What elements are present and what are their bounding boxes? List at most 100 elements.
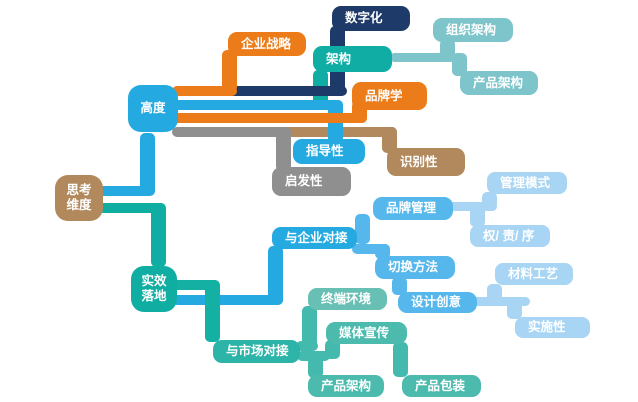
connector-practical-to-enterprise [172, 295, 283, 305]
node-inspiration[interactable]: 启发性 [272, 167, 351, 196]
node-rights-duties-order[interactable]: 权/ 责/ 序 [470, 225, 550, 247]
node-label: 媒体宣传 [339, 326, 389, 341]
node-product-packaging[interactable]: 产品包装 [402, 375, 481, 397]
node-label-line: 与企业对接 [285, 230, 348, 245]
node-label-line: 品牌管理 [386, 201, 437, 216]
connector-height-to-recognizability [382, 127, 397, 153]
node-label-line: 启发性 [285, 174, 323, 189]
node-switching-method[interactable]: 切换方法 [375, 256, 455, 279]
node-digitalization[interactable]: 数字化 [332, 6, 410, 31]
connector-design-to-children [487, 284, 502, 303]
node-label: 企业战略 [241, 37, 291, 52]
connector-height-to-inspiration [172, 127, 291, 137]
node-label-line: 数字化 [345, 11, 383, 26]
node-label-line: 与市场对接 [226, 344, 289, 359]
node-label-line: 架构 [326, 51, 352, 66]
node-product-architecture-top[interactable]: 产品架构 [460, 71, 538, 95]
node-brand-study[interactable]: 品牌学 [352, 82, 427, 110]
connector-architecture-to-children [440, 39, 455, 59]
node-label-line: 思考 [66, 183, 92, 198]
node-label: 数字化 [345, 11, 383, 26]
node-label: 识别性 [400, 155, 438, 170]
node-label-line: 高度 [140, 101, 166, 116]
node-label: 品牌管理 [386, 201, 436, 216]
connector-market-to-terminal [302, 306, 317, 347]
node-label: 启发性 [285, 174, 323, 189]
node-height[interactable]: 高度 [128, 85, 178, 132]
connector-brandmgmt-to-children [482, 192, 497, 208]
node-material-craft[interactable]: 材料工艺 [495, 263, 573, 285]
node-label-line: 权/ 责/ 序 [483, 228, 535, 243]
connector-enterprise-to-switching [375, 244, 390, 259]
node-label: 产品包装 [415, 379, 465, 394]
connector-practical-to-market [172, 280, 218, 290]
connector-height-to-guidance [172, 100, 343, 110]
node-label-line: 媒体宣传 [339, 325, 390, 340]
connector-height-to-inspiration [276, 127, 291, 171]
node-label: 与企业对接 [285, 231, 348, 246]
node-label: 切换方法 [388, 260, 438, 275]
node-label: 组织架构 [446, 23, 496, 38]
node-label-line: 识别性 [400, 154, 438, 169]
node-label: 实施性 [528, 320, 566, 335]
node-label: 思考维度 [66, 183, 91, 213]
connector-height-to-digitalization [195, 86, 347, 96]
connector-market-to-productarch [308, 356, 323, 378]
node-market-alignment[interactable]: 与市场对接 [213, 340, 300, 363]
node-label-line: 管理模式 [500, 175, 551, 190]
node-thinking-dimension[interactable]: 思考维度 [55, 175, 103, 221]
node-enterprise-alignment[interactable]: 与企业对接 [272, 227, 357, 249]
node-label-line: 切换方法 [388, 260, 439, 275]
connector-enterprise-to-switching [352, 244, 390, 254]
connector-height-to-brandstudy [172, 113, 367, 123]
node-terminal-environment[interactable]: 终端环境 [308, 288, 387, 310]
connector-height-to-strategy [172, 86, 237, 96]
node-recognizability[interactable]: 识别性 [387, 148, 465, 176]
connector-brandmgmt-to-children [470, 206, 485, 227]
connector-height-to-recognizability [240, 127, 397, 137]
connector-architecture-to-children [390, 53, 455, 62]
connector-practical-to-enterprise [268, 246, 283, 305]
connector-root-to-practical [98, 203, 165, 213]
node-guidance[interactable]: 指导性 [293, 139, 365, 164]
node-org-architecture[interactable]: 组织架构 [433, 18, 513, 42]
connector-height-to-strategy [222, 50, 237, 92]
node-label: 管理模式 [500, 176, 550, 191]
node-label-line: 实施性 [528, 320, 566, 335]
node-label-line: 材料工艺 [508, 266, 559, 281]
connector-market-to-media [325, 340, 340, 359]
node-label-line: 设计创意 [411, 295, 462, 310]
connector-switching-to-design [392, 277, 407, 295]
node-label-line: 维度 [66, 198, 92, 212]
connector-root-to-height [140, 133, 155, 195]
node-label-line: 企业战略 [241, 36, 292, 51]
node-label-line: 产品包装 [415, 378, 466, 393]
node-product-architecture-bottom[interactable]: 产品架构 [308, 375, 384, 397]
node-label: 产品架构 [473, 76, 523, 91]
node-practical-result[interactable]: 实效落地 [131, 266, 177, 312]
node-management-model[interactable]: 管理模式 [487, 172, 567, 194]
node-design-creativity[interactable]: 设计创意 [398, 292, 477, 313]
node-label-line: 终端环境 [321, 291, 372, 306]
node-label: 材料工艺 [508, 267, 558, 282]
connector-media-to-packaging [393, 342, 408, 377]
node-label: 与市场对接 [226, 344, 289, 359]
node-brand-management[interactable]: 品牌管理 [373, 197, 453, 220]
node-media-promotion[interactable]: 媒体宣传 [326, 322, 407, 344]
node-label: 实效落地 [141, 274, 166, 304]
node-enterprise-strategy[interactable]: 企业战略 [228, 32, 306, 56]
connector-enterprise-to-brandmgmt [355, 214, 370, 244]
node-label: 产品架构 [321, 379, 371, 394]
node-architecture[interactable]: 架构 [313, 46, 392, 72]
node-label: 架构 [326, 52, 351, 67]
node-label: 高度 [140, 101, 165, 116]
node-label: 终端环境 [321, 292, 371, 307]
node-label: 指导性 [306, 144, 344, 159]
node-label: 品牌学 [365, 89, 403, 104]
node-label-line: 指导性 [306, 144, 344, 159]
node-implementability[interactable]: 实施性 [515, 317, 590, 338]
node-label-line: 品牌学 [365, 88, 403, 103]
connector-architecture-to-children [452, 53, 467, 76]
node-label: 权/ 责/ 序 [483, 229, 534, 244]
